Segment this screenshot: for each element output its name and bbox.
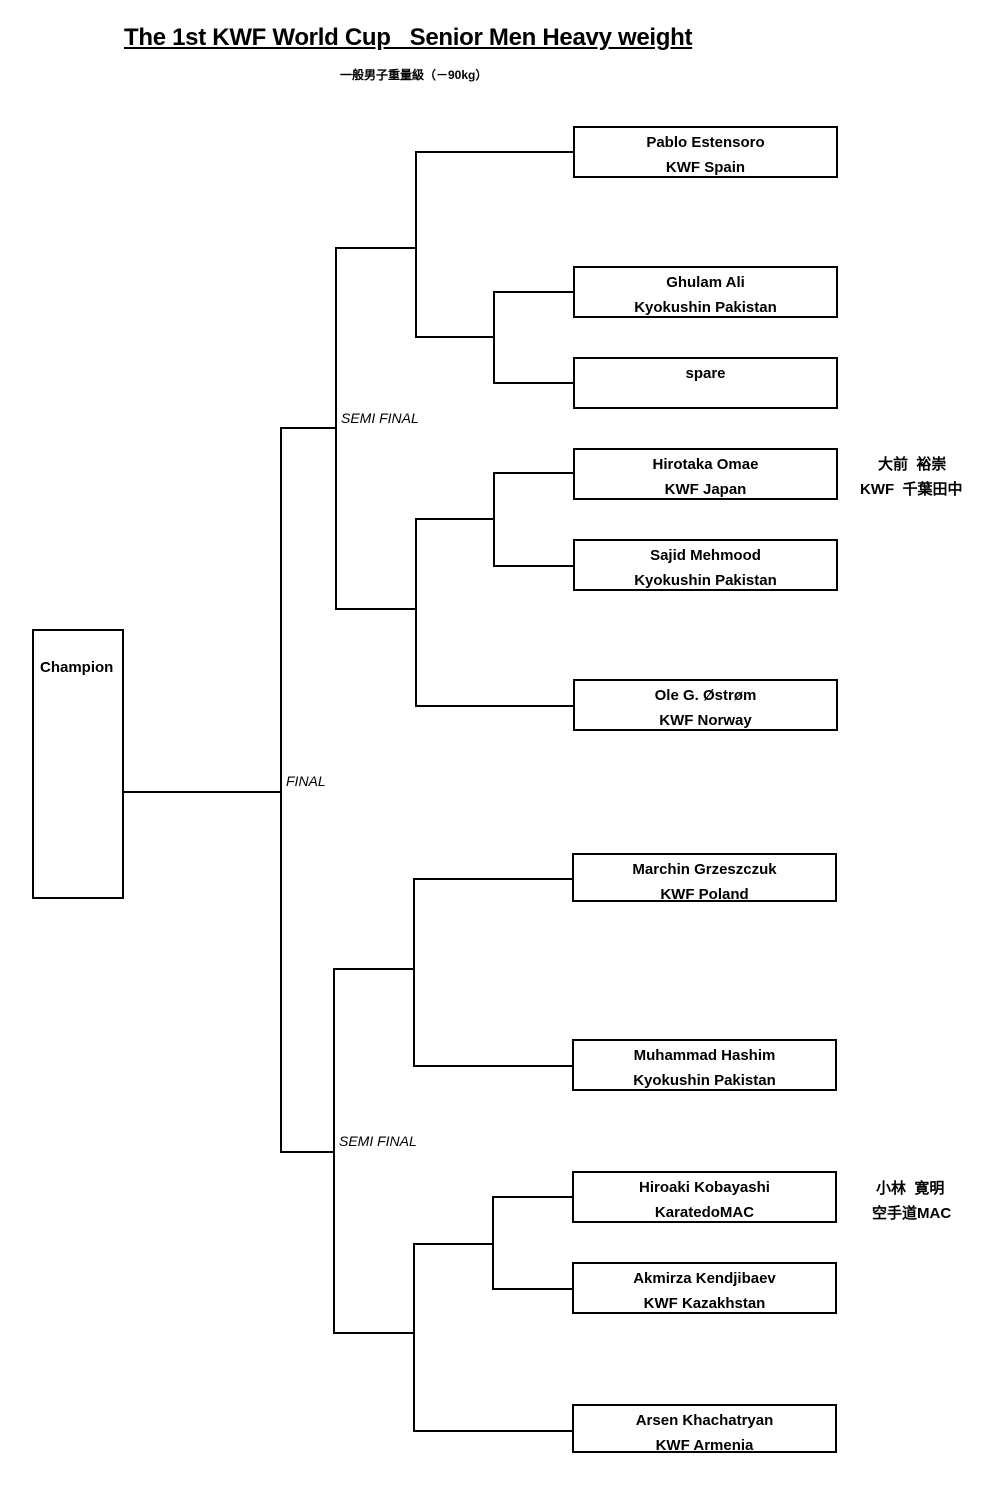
- bracket-line: [415, 336, 494, 338]
- bracket-line: [280, 1151, 335, 1153]
- competitor-box-8: Muhammad Hashim Kyokushin Pakistan: [572, 1039, 837, 1091]
- competitor-name: Hiroaki Kobayashi: [639, 1179, 770, 1196]
- competitor-box-11: Arsen Khachatryan KWF Armenia: [572, 1404, 837, 1454]
- competitor-box-2: Ghulam Ali Kyokushin Pakistan: [573, 266, 838, 318]
- competitor-box-1: Pablo Estensoro KWF Spain: [573, 126, 838, 178]
- page-title: The 1st KWF World Cup Senior Men Heavy w…: [124, 24, 693, 51]
- weight-class-subtitle: 一般男子重量級（－90kg）: [340, 68, 488, 82]
- round-label-semi-final-top: SEMI FINAL: [341, 410, 419, 426]
- bracket-line: [124, 791, 281, 793]
- bracket-line: [413, 1430, 573, 1432]
- bracket-line: [413, 878, 573, 880]
- bracket-line: [415, 705, 574, 707]
- bracket-line: [333, 1332, 414, 1334]
- competitor-team: KWF Norway: [659, 712, 752, 729]
- bracket-line: [415, 518, 494, 520]
- competitor-team: KWF Spain: [665, 159, 746, 176]
- bracket-line: [492, 1288, 573, 1290]
- bracket-line: [492, 1196, 573, 1198]
- competitor-box-3: spare: [573, 357, 838, 409]
- competitor-box-10: Akmirza Kendjibaev KWF Kazakhstan: [572, 1262, 837, 1314]
- bracket-line: [413, 1243, 493, 1245]
- competitor-box-7: Marchin Grzeszczuk KWF Poland: [572, 853, 837, 903]
- competitor-box-4: Hirotaka Omae KWF Japan: [573, 448, 838, 500]
- competitor-box-9: Hiroaki Kobayashi KaratedoMAC: [572, 1171, 837, 1223]
- bracket-line: [335, 247, 337, 609]
- bracket-line: [415, 151, 574, 153]
- competitor-name: Sajid Mehmood: [650, 547, 761, 564]
- bracket-line: [493, 382, 574, 384]
- bracket-line: [493, 291, 495, 383]
- bracket-line: [333, 968, 335, 1333]
- bracket-line: [335, 608, 416, 610]
- round-label-semi-final-bottom: SEMI FINAL: [339, 1133, 417, 1149]
- bracket-line: [492, 1196, 494, 1289]
- bracket-line: [413, 878, 415, 1066]
- bracket-line: [493, 472, 574, 474]
- competitor-name: Ole G. Østrøm: [654, 687, 757, 704]
- side-note-dojo: 空手道MAC: [872, 1205, 952, 1222]
- competitor-team: KWF Poland: [660, 886, 749, 903]
- competitor-name: Hirotaka Omae: [652, 456, 759, 473]
- competitor-team: KWF Kazakhstan: [643, 1295, 766, 1312]
- bracket-line: [493, 291, 574, 293]
- bracket-line: [335, 247, 416, 249]
- bracket-line: [280, 427, 282, 1152]
- bracket-line: [493, 472, 495, 566]
- competitor-name: Muhammad Hashim: [633, 1047, 776, 1064]
- competitor-name: Pablo Estensoro: [646, 134, 765, 151]
- side-note-dojo: KWF 千葉田中: [860, 481, 963, 498]
- competitor-team: Kyokushin Pakistan: [634, 572, 777, 589]
- competitor-name: spare: [685, 365, 726, 382]
- bracket-line: [333, 968, 414, 970]
- competitor-team: KaratedoMAC: [654, 1204, 755, 1221]
- side-note-name: 大前 裕崇: [878, 456, 947, 473]
- bracket-line: [415, 151, 417, 337]
- competitor-name: Marchin Grzeszczuk: [632, 861, 777, 878]
- competitor-name: Ghulam Ali: [666, 274, 745, 291]
- competitor-name: Akmirza Kendjibaev: [633, 1270, 776, 1287]
- competitor-team: KWF Armenia: [655, 1437, 754, 1454]
- bracket-line: [415, 518, 417, 706]
- competitor-name: Arsen Khachatryan: [635, 1412, 774, 1429]
- champion-box: Champion: [32, 629, 124, 899]
- bracket-line: [493, 565, 574, 567]
- round-label-final: FINAL: [286, 773, 326, 789]
- bracket-line: [280, 427, 336, 429]
- bracket-line: [413, 1065, 573, 1067]
- bracket-line: [413, 1243, 415, 1431]
- competitor-team: Kyokushin Pakistan: [633, 1072, 776, 1089]
- competitor-team: KWF Japan: [664, 481, 747, 498]
- competitor-team: Kyokushin Pakistan: [634, 299, 777, 316]
- competitor-box-5: Sajid Mehmood Kyokushin Pakistan: [573, 539, 838, 591]
- competitor-box-6: Ole G. Østrøm KWF Norway: [573, 679, 838, 731]
- side-note-name: 小林 寛明: [876, 1180, 945, 1197]
